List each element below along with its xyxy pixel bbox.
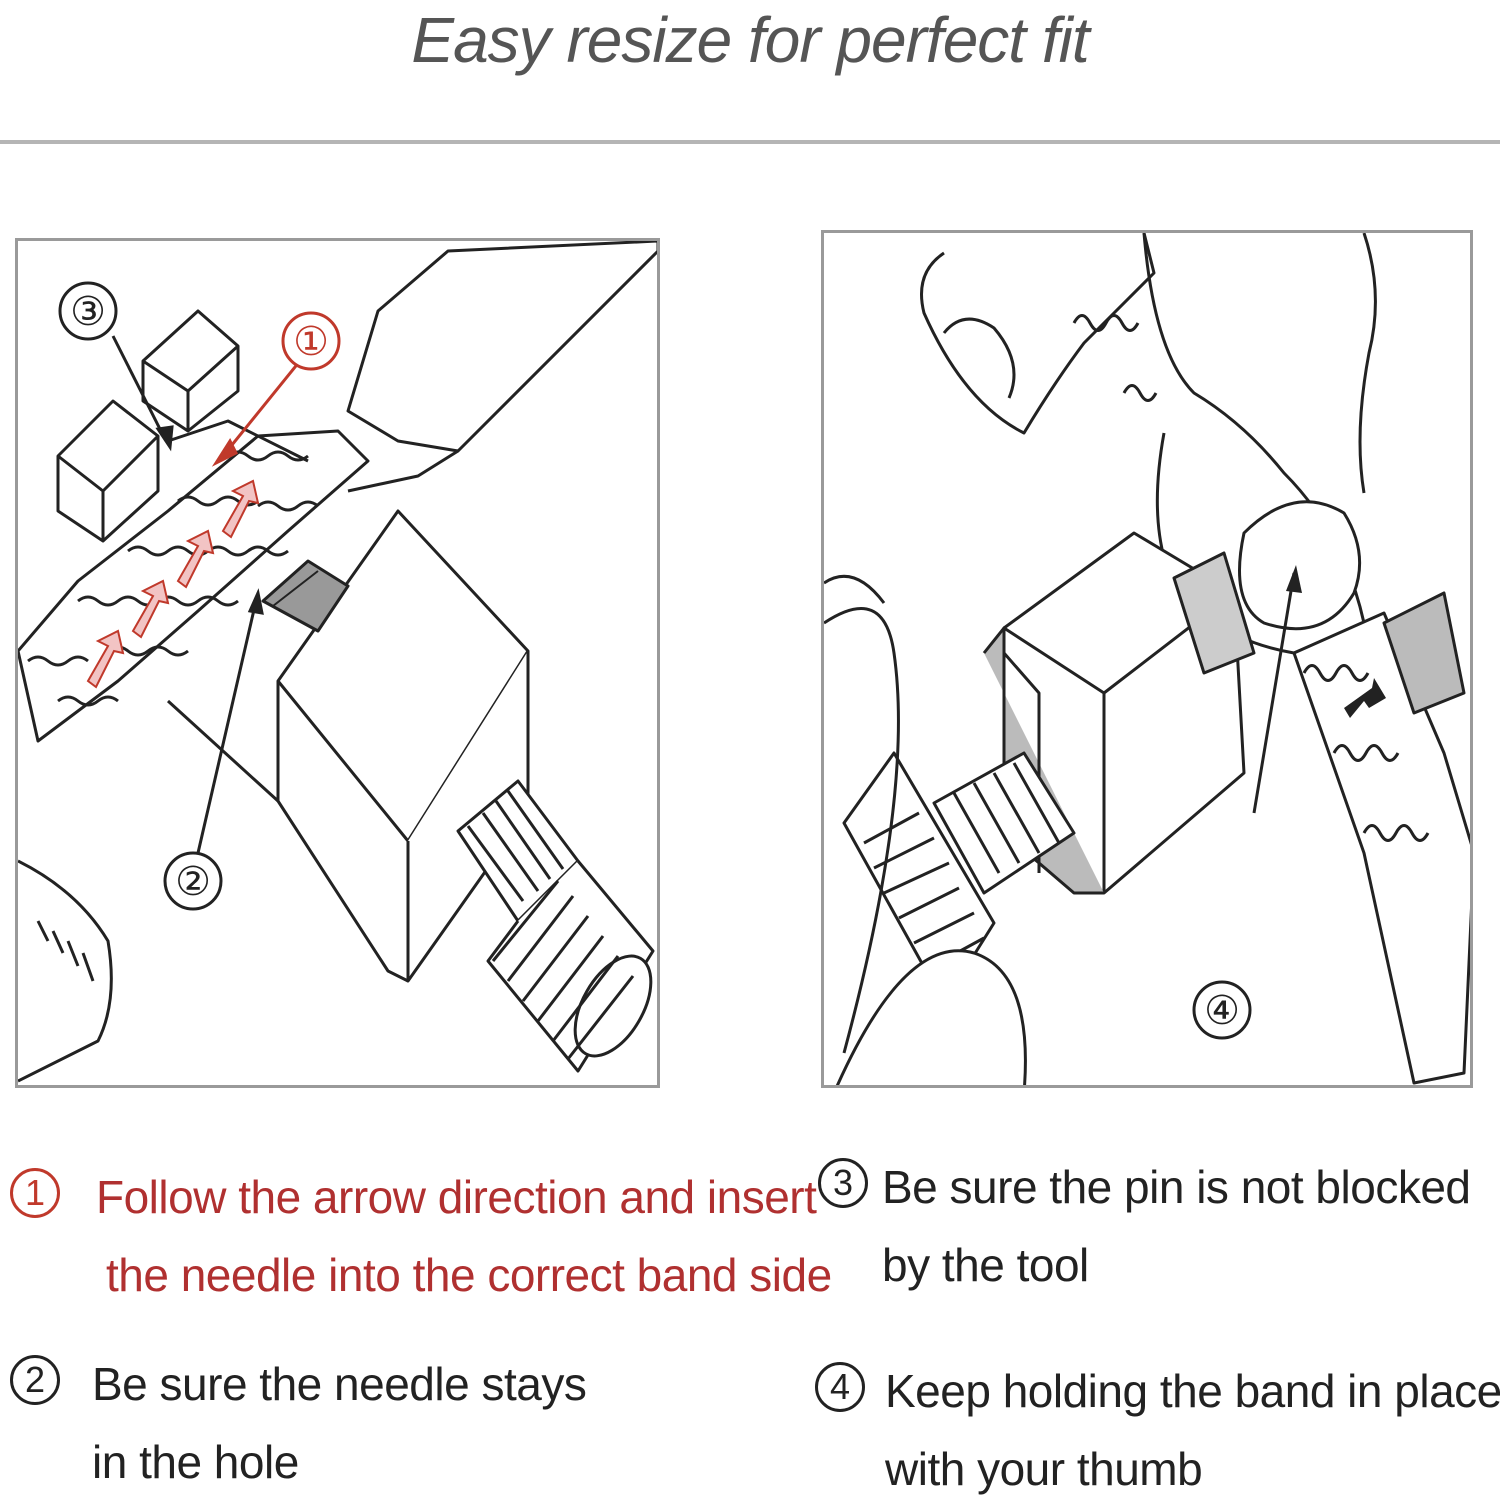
step-3-text: Be sure the pin is not blocked by the to… — [882, 1148, 1471, 1304]
right-illustration-panel: ④ — [821, 230, 1473, 1088]
step-1-line-2: the needle into the correct band side — [106, 1249, 832, 1301]
callout-1-label: ① — [293, 320, 329, 364]
step-3: 3 Be sure the pin is not blocked by the … — [818, 1148, 1471, 1304]
step-4-text: Keep holding the band in place with your… — [885, 1352, 1500, 1508]
step-1: 1 Follow the arrow direction and insert … — [10, 1158, 832, 1314]
step-3-number: 3 — [818, 1158, 868, 1208]
step-4: 4 Keep holding the band in place with yo… — [815, 1352, 1500, 1508]
left-illustration-panel: ③ ① ② — [15, 238, 660, 1088]
thumb-holding-band-illustration: ④ — [824, 233, 1470, 1085]
step-2-number: 2 — [10, 1355, 60, 1405]
step-3-line-1: Be sure the pin is not blocked — [882, 1161, 1471, 1213]
step-2-text: Be sure the needle stays in the hole — [92, 1345, 587, 1501]
step-2-line-2: in the hole — [92, 1436, 299, 1488]
step-3-line-2: by the tool — [882, 1239, 1089, 1291]
band-tool-illustration: ③ ① ② — [18, 241, 657, 1083]
step-2-line-1: Be sure the needle stays — [92, 1358, 587, 1410]
step-4-number: 4 — [815, 1362, 865, 1412]
step-1-line-1: Follow the arrow direction and insert — [96, 1171, 817, 1223]
step-2: 2 Be sure the needle stays in the hole — [10, 1345, 587, 1501]
callout-4-label: ④ — [1204, 989, 1240, 1033]
callout-3-label: ③ — [70, 290, 106, 334]
step-1-text: Follow the arrow direction and insert th… — [96, 1158, 832, 1314]
step-4-line-1: Keep holding the band in place — [885, 1365, 1500, 1417]
title-divider — [0, 140, 1500, 144]
step-1-number: 1 — [10, 1168, 60, 1218]
callout-2-label: ② — [175, 860, 211, 904]
page-title: Easy resize for perfect fit — [411, 4, 1089, 76]
step-4-line-2: with your thumb — [885, 1443, 1203, 1495]
